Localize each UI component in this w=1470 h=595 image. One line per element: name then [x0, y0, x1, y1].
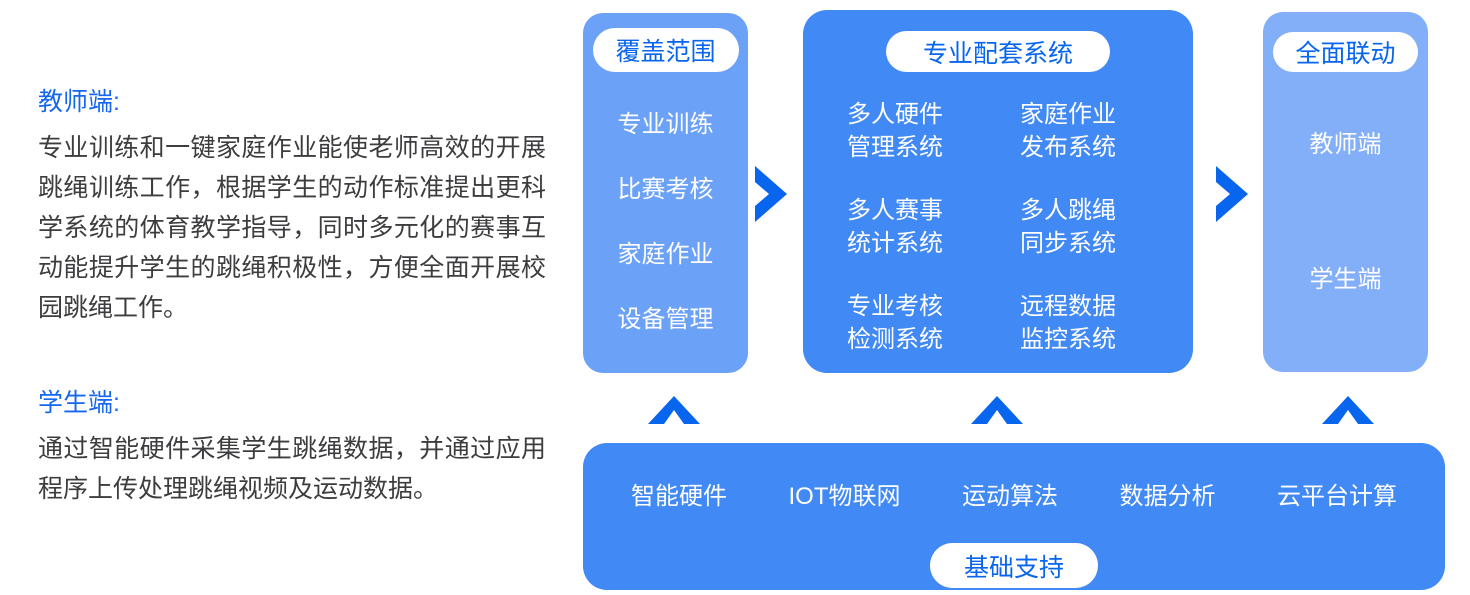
teacher-label: 教师端:	[38, 88, 120, 116]
student-label: 学生端:	[38, 389, 120, 417]
foundation-item: IOT物联网	[788, 483, 901, 510]
system-item: 多人跳绳 同步系统	[1020, 197, 1116, 257]
coverage-item: 专业训练	[617, 111, 714, 138]
chevron-up-icon	[971, 396, 1023, 424]
linkage-box-title: 全面联动	[1273, 32, 1418, 72]
chevron-right-icon	[1216, 166, 1248, 222]
systems-grid: 多人硬件 管理系统 家庭作业 发布系统 多人赛事 统计系统 多人跳绳 同步系统	[803, 98, 1193, 356]
coverage-box: 覆盖范围 专业训练 比赛考核 家庭作业 设备管理	[583, 13, 748, 373]
foundation-item: 数据分析	[1119, 483, 1216, 510]
system-item: 多人硬件 管理系统	[847, 101, 943, 161]
foundation-items: 智能硬件 IOT物联网 运动算法 数据分析 云平台计算	[583, 443, 1445, 511]
foundation-item: 云平台计算	[1277, 483, 1397, 510]
linkage-item: 教师端	[1309, 131, 1382, 158]
chevron-up-icon	[1322, 396, 1374, 424]
foundation-item: 智能硬件	[631, 483, 727, 510]
teacher-description: 专业训练和一键家庭作业能使老师高效的开展跳绳训练工作，根据学生的动作标准提出更科…	[38, 134, 546, 322]
systems-box: 专业配套系统 多人硬件 管理系统 家庭作业 发布系统 多人赛事 统计系统 多人跳…	[803, 10, 1193, 373]
linkage-box: 全面联动 教师端 学生端	[1263, 12, 1428, 372]
systems-row: 多人赛事 统计系统 多人跳绳 同步系统	[847, 194, 1193, 260]
teacher-description-block: 教师端: 专业训练和一键家庭作业能使老师高效的开展跳绳训练工作，根据学生的动作标…	[38, 82, 546, 328]
system-item: 家庭作业 发布系统	[1020, 101, 1116, 161]
linkage-item: 学生端	[1309, 266, 1382, 293]
foundation-item: 运动算法	[962, 483, 1058, 510]
systems-row: 多人硬件 管理系统 家庭作业 发布系统	[847, 98, 1193, 164]
systems-box-title: 专业配套系统	[886, 31, 1110, 72]
system-item: 多人赛事 统计系统	[847, 197, 943, 257]
student-description: 通过智能硬件采集学生跳绳数据，并通过应用程序上传处理跳绳视频及运动数据。	[38, 435, 546, 503]
chevron-right-icon	[755, 166, 787, 222]
coverage-item: 家庭作业	[617, 241, 714, 268]
foundation-bar-title: 基础支持	[930, 543, 1098, 588]
systems-row: 专业考核 检测系统 远程数据 监控系统	[847, 290, 1193, 356]
student-description-block: 学生端: 通过智能硬件采集学生跳绳数据，并通过应用程序上传处理跳绳视频及运动数据…	[38, 383, 546, 509]
coverage-box-title: 覆盖范围	[592, 28, 739, 72]
coverage-item: 设备管理	[617, 306, 714, 333]
system-item: 专业考核 检测系统	[847, 293, 943, 353]
chevron-up-icon	[648, 396, 700, 424]
foundation-bar: 智能硬件 IOT物联网 运动算法 数据分析 云平台计算 基础支持	[583, 443, 1445, 590]
coverage-item: 比赛考核	[617, 176, 714, 203]
system-item: 远程数据 监控系统	[1020, 293, 1116, 353]
